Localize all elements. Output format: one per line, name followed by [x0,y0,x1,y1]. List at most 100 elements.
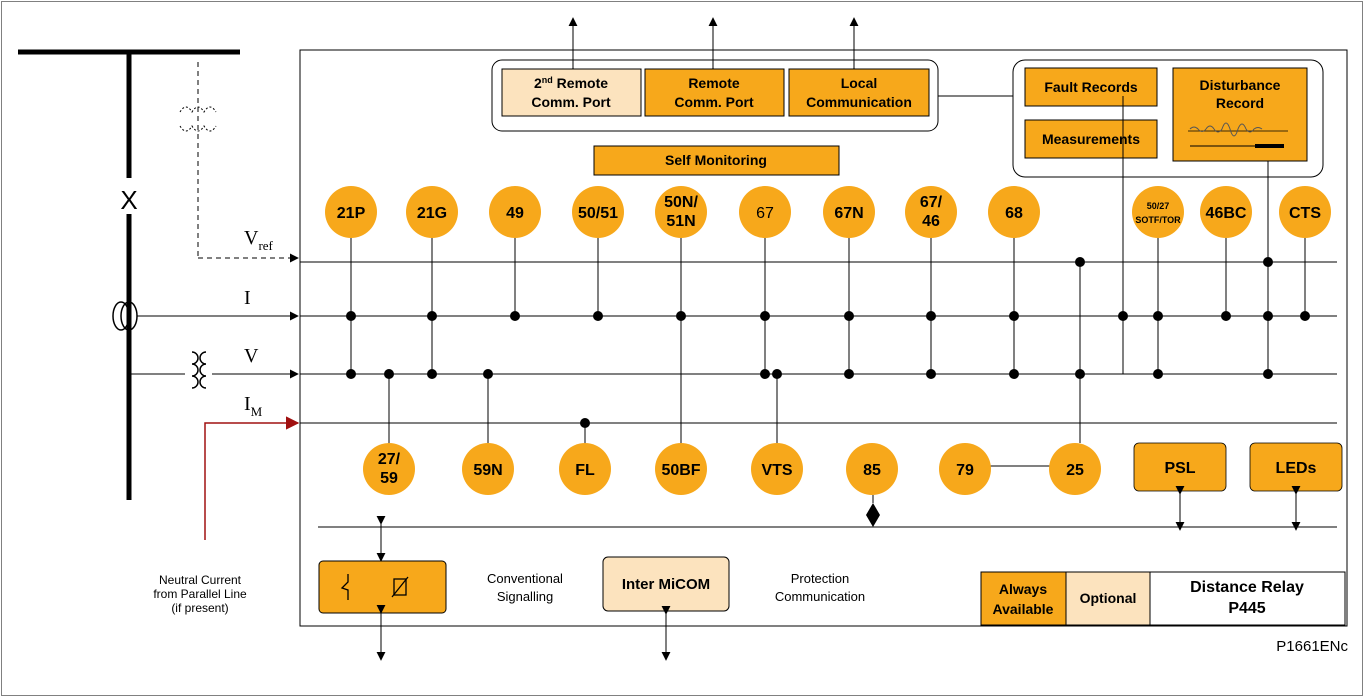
svg-text:CTS: CTS [1289,205,1321,222]
function-67: 67 [739,186,791,238]
self-monitoring-label: Self Monitoring [665,152,767,168]
relay-title-l1: Distance Relay [1190,579,1304,596]
svg-text:79: 79 [956,462,974,479]
top-function-connections [350,96,1306,467]
disturbance-l1: Disturbance [1200,77,1281,93]
conventional-signalling-block [318,560,447,614]
protection-l2: Communication [775,589,865,604]
second-remote-l2: Comm. Port [531,94,611,110]
im-label: IM [244,393,263,419]
remote-comm-port [644,68,785,117]
bottom-functions: 27/ 59 59N FL 50BF VTS 85 79 25 [363,443,1101,495]
svg-text:SOTF/TOR: SOTF/TOR [1135,215,1181,225]
measurements [1024,119,1158,159]
local-communication [788,68,930,117]
function-27-59: 27/ 59 [363,443,415,495]
svg-text:21P: 21P [337,205,366,222]
function-50-51: 50/51 [572,186,624,238]
local-l1: Local [841,75,878,91]
vt-icon [191,351,207,389]
svg-text:59N: 59N [473,462,502,479]
conventional-l1: Conventional [487,571,563,586]
svg-text:68: 68 [1005,205,1023,222]
function-VTS: VTS [751,443,803,495]
function-21P: 21P [325,186,377,238]
neutral-current-lead [204,416,300,540]
relay-title-l2: P445 [1228,600,1265,617]
svg-text:50BF: 50BF [661,462,700,479]
fault-records-label: Fault Records [1044,79,1138,95]
svg-text:67/: 67/ [920,194,943,211]
relay-box [299,49,1348,627]
svg-text:(if present): (if present) [171,601,228,615]
svg-text:50/51: 50/51 [578,205,618,222]
voltage-label: V [244,345,259,367]
function-67-46: 67/ 46 [905,186,957,238]
svg-text:VTS: VTS [761,462,792,479]
figure-reference: P1661ENc [1276,638,1348,655]
second-remote-comm-port [501,68,642,117]
contact-icon [340,574,409,600]
function-50BF: 50BF [655,443,707,495]
svg-text:67: 67 [756,205,774,222]
svg-text:27/: 27/ [378,451,401,468]
records-group [1012,59,1324,178]
svg-text:85: 85 [863,462,881,479]
junction-dots [346,257,1310,428]
neutral-note: Neutral Current from Parallel Line (if p… [153,573,247,615]
function-CTS: CTS [1279,186,1331,238]
inter-micom-label: Inter MiCOM [622,576,710,593]
waveform-icon [1188,122,1288,148]
vref-label: Vref [244,227,274,253]
svg-text:51N: 51N [666,213,695,230]
psl-label: PSL [1164,460,1195,477]
function-59N: 59N [462,443,514,495]
legend-always-l1: Always [999,581,1047,597]
legend-optional-label: Optional [1080,590,1137,606]
function-25: 25 [1049,443,1101,495]
breaker-label: X [120,185,137,215]
legend-optional [1065,571,1151,626]
svg-text:25: 25 [1066,462,1084,479]
protection-l1: Protection [791,571,850,586]
svg-text:59: 59 [380,470,398,487]
top-functions: 21P 21G 49 50/51 50N/ 51N 67 67N 67/ 46 … [325,186,1331,238]
svg-text:from Parallel Line: from Parallel Line [153,587,247,601]
fault-records [1024,67,1158,107]
svg-text:50/27: 50/27 [1147,201,1170,211]
ct-icon [112,301,138,331]
current-label: I [244,287,251,309]
function-50N-51N: 50N/ 51N [655,186,707,238]
diamond-link-icon [866,503,880,527]
disturbance-l2: Record [1216,95,1264,111]
svg-text:Neutral Current: Neutral Current [159,573,242,587]
svg-text:46BC: 46BC [1206,205,1247,222]
svg-text:46: 46 [922,213,940,230]
function-67N: 67N [823,186,875,238]
remote-l2: Comm. Port [674,94,754,110]
function-FL: FL [559,443,611,495]
function-21G: 21G [406,186,458,238]
svg-text:21G: 21G [417,205,447,222]
conventional-l2: Signalling [497,589,553,604]
self-monitoring [593,145,840,176]
function-50-27-sotf-tor: 50/27 SOTF/TOR [1132,186,1184,238]
legend-always-available [980,571,1067,626]
measurements-label: Measurements [1042,131,1140,147]
second-remote-l1: 2nd Remote [534,75,608,91]
function-46BC: 46BC [1200,186,1252,238]
leds-label: LEDs [1276,460,1317,477]
function-49: 49 [489,186,541,238]
function-79: 79 [939,443,991,495]
legend-always-l2: Available [993,601,1054,617]
remote-l1: Remote [688,75,740,91]
local-l2: Communication [806,94,912,110]
svg-text:67N: 67N [834,205,863,222]
svg-text:FL: FL [575,462,595,479]
function-68: 68 [988,186,1040,238]
svg-text:50N/: 50N/ [664,194,698,211]
svg-text:49: 49 [506,205,524,222]
